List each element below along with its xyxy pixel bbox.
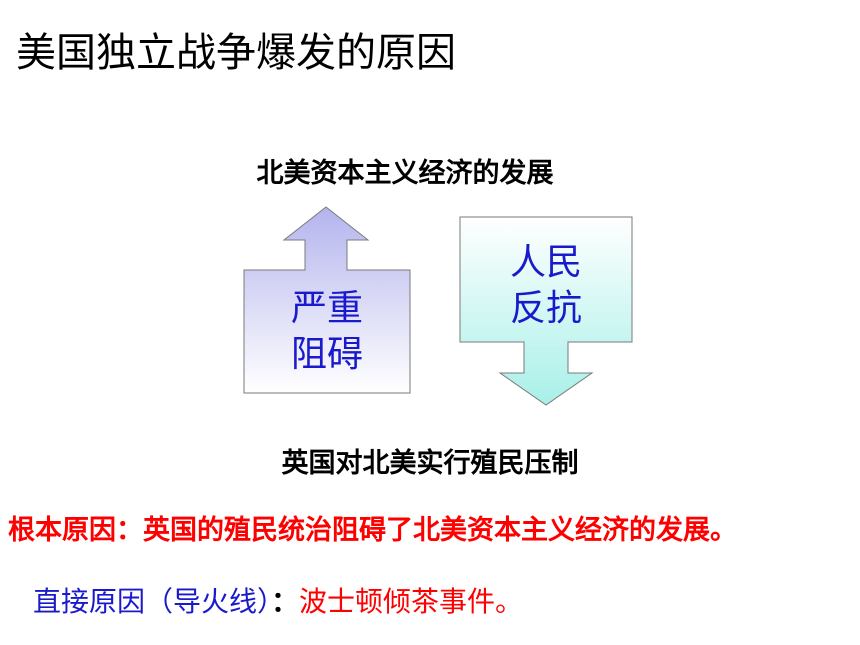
up-arrow-shape xyxy=(243,206,411,394)
down-arrow-line2: 反抗 xyxy=(509,288,582,329)
direct-cause-event: 波士顿倾茶事件。 xyxy=(299,585,524,618)
root-cause-text: 根本原因：英国的殖民统治阻碍了北美资本主义经济的发展。 xyxy=(8,515,737,546)
direct-cause-label: 直接原因（导火线） xyxy=(33,585,272,618)
down-arrow-text: 人民 反抗 xyxy=(460,240,632,332)
down-arrow-line1: 人民 xyxy=(509,242,582,283)
top-label: 北美资本主义经济的发展 xyxy=(256,158,554,189)
down-arrow-shape xyxy=(459,216,633,406)
bottom-label: 英国对北美实行殖民压制 xyxy=(281,448,579,479)
direct-cause: 直接原因（导火线）：波士顿倾茶事件。 xyxy=(33,580,523,620)
up-arrow-text: 严重 阻碍 xyxy=(244,286,410,378)
up-arrow-line2: 阻碍 xyxy=(290,334,363,375)
slide-title: 美国独立战争爆发的原因 xyxy=(16,30,456,76)
direct-cause-separator: ： xyxy=(271,585,300,618)
up-arrow-line1: 严重 xyxy=(290,288,363,329)
